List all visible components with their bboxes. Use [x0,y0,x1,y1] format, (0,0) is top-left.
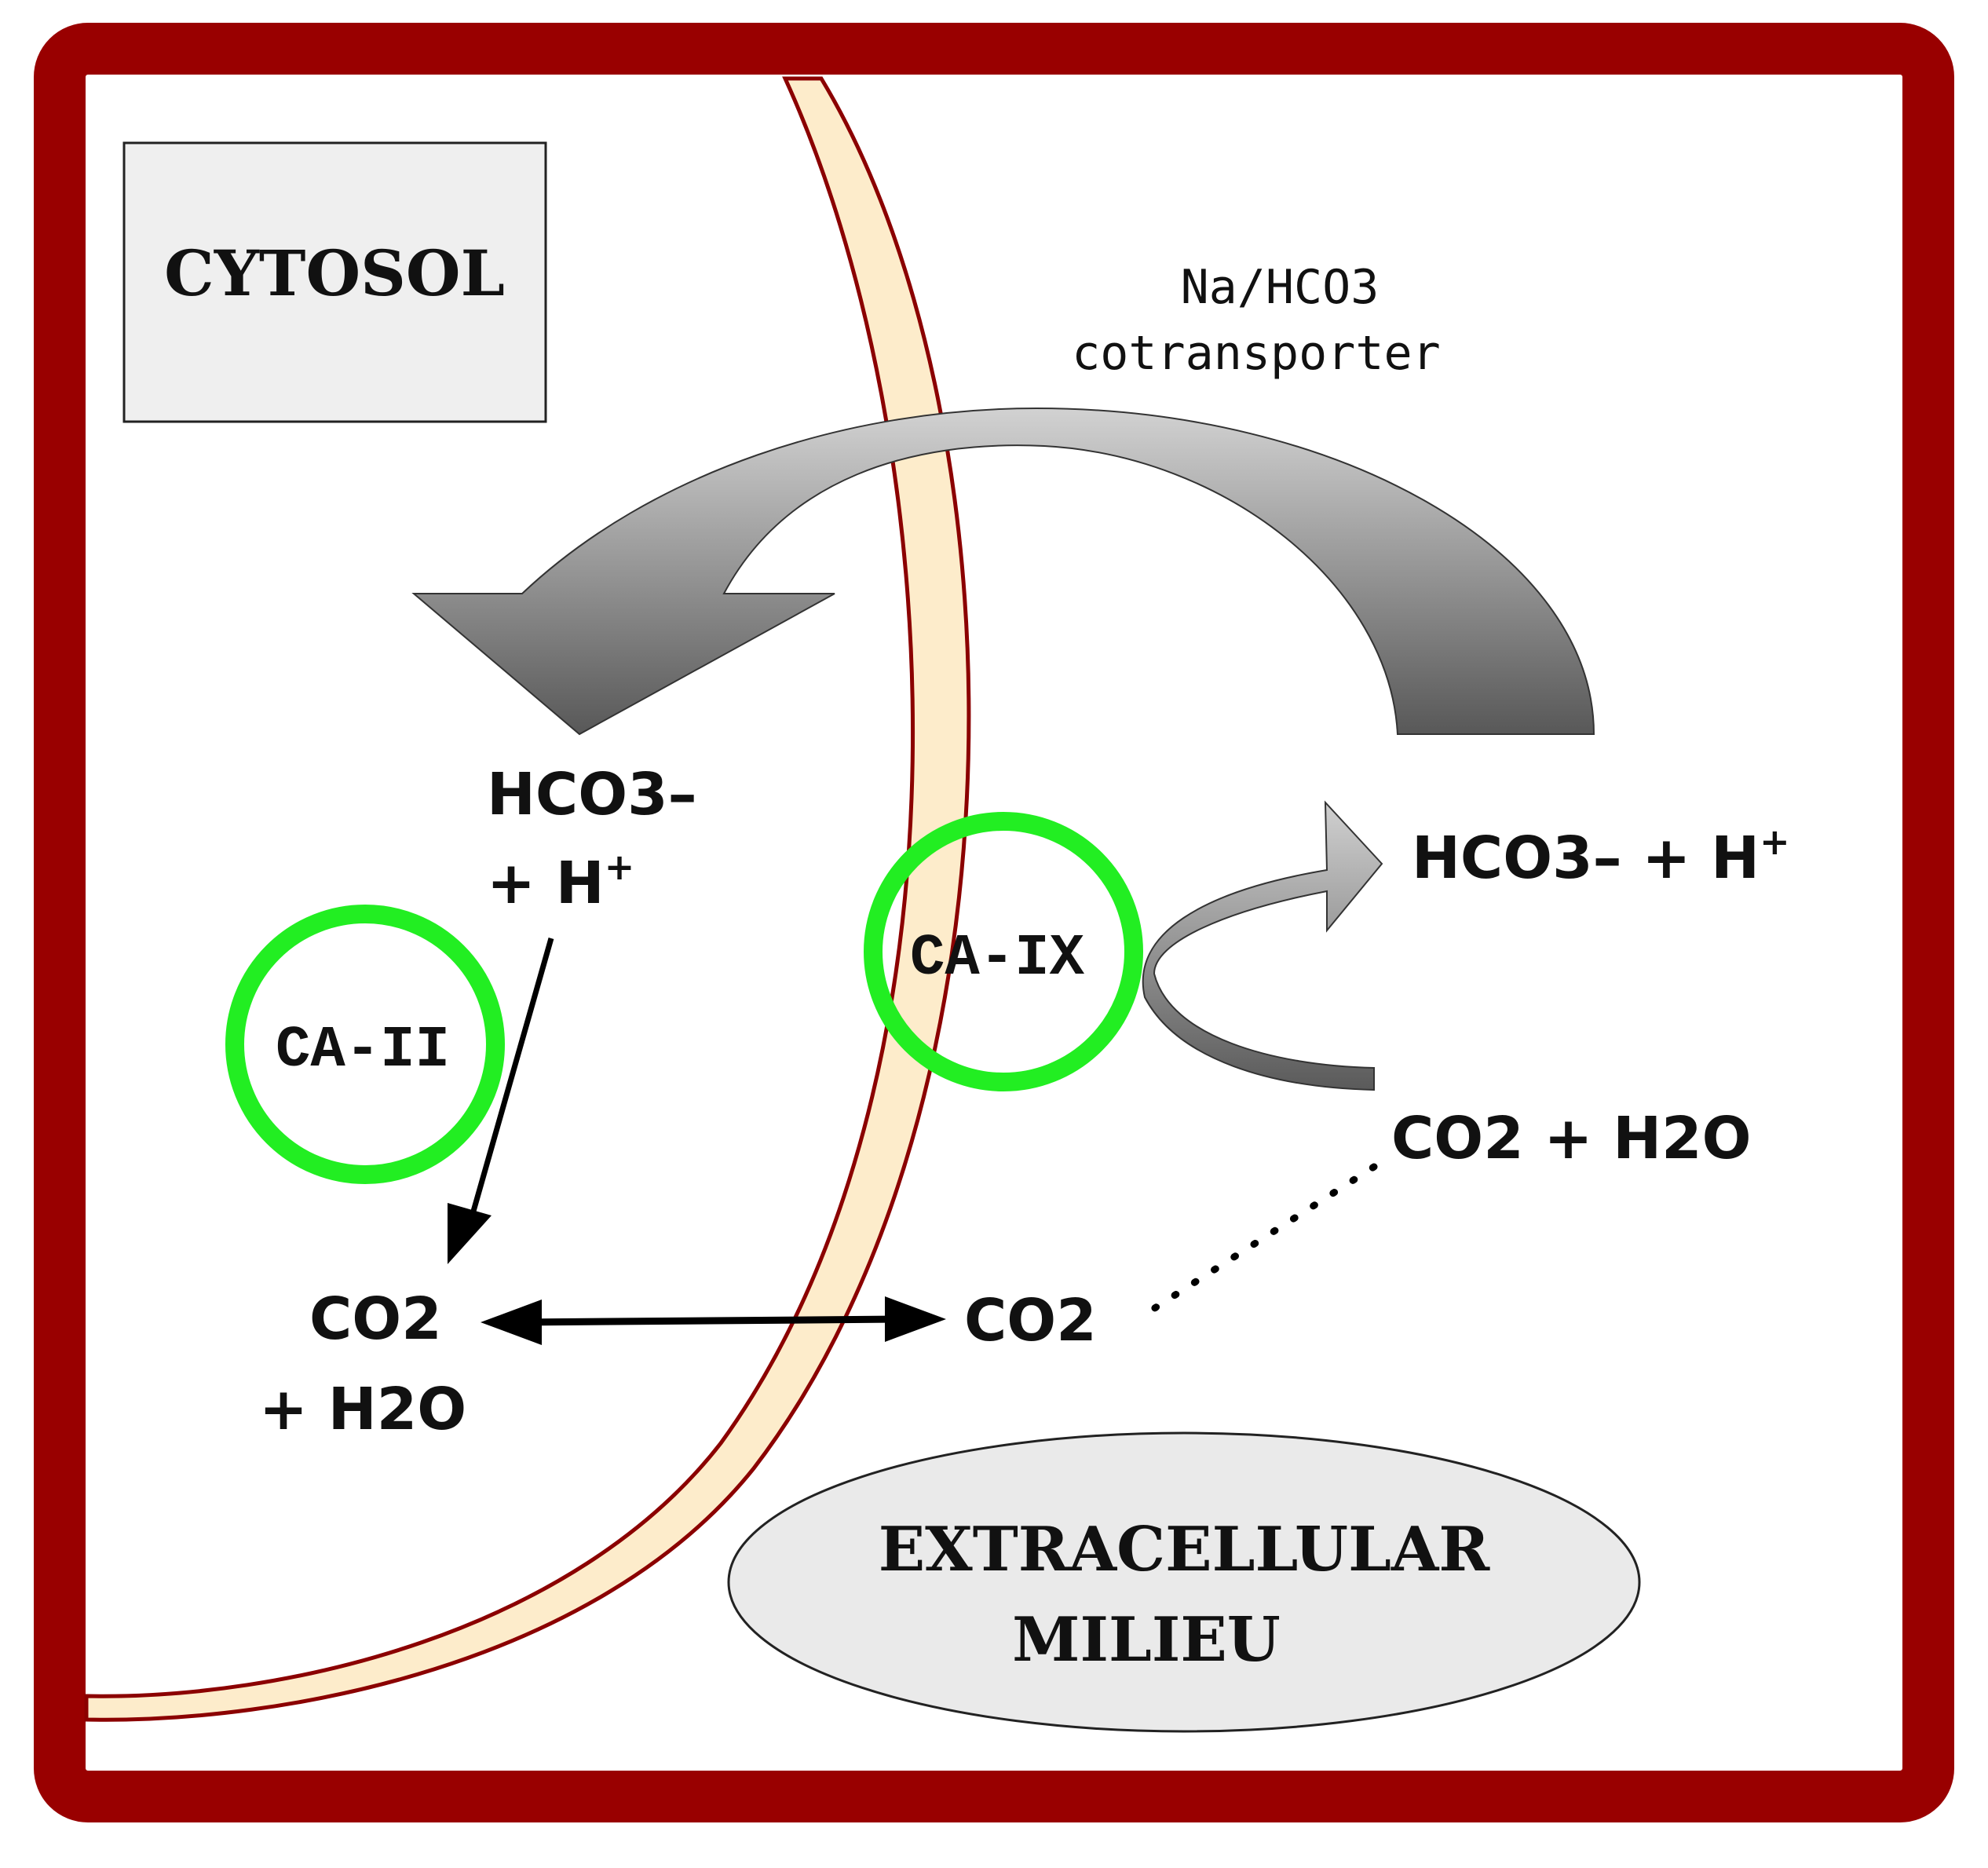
transporter-label-line1: Na/HCO3 [1181,260,1380,315]
extracellular-label-line2: MILIEU [1012,1604,1281,1676]
extracellular-label-line1: EXTRACELLULAR [879,1514,1491,1585]
cotransporter-arrow [411,407,1595,736]
extracellular-co2: CO2 [964,1287,1097,1354]
cytosol-co2: CO2 [309,1285,442,1353]
cytosol-plus-h: + H+ [487,846,634,917]
cytosol-box [122,141,547,423]
co2-diffusion-arrow-shaft [517,1315,904,1326]
transporter-label-line2: cotransporter [1072,326,1441,381]
diffusion-dotted-line [1136,1163,1378,1321]
ca-ix-reaction-arrow [1142,800,1383,1091]
cytosol-label: CYTOSOL [164,236,505,310]
co2-diffusion-arrowhead-right [885,1296,946,1342]
cytosol-hco3: HCO3– [487,761,697,828]
co2-diffusion-arrowhead-left [481,1300,542,1345]
ca-ix-enzyme [864,812,1143,1091]
ca-ix-label: CA-IX [910,926,1085,992]
outer-frame [34,23,1954,1822]
cytosol-plus-h2o: + H2O [259,1376,466,1443]
ca-ii-enzyme [225,905,505,1184]
ca-ii-label: CA-II [276,1018,450,1084]
extracellular-hco3-h: HCO3– + H+ [1412,821,1790,892]
extracellular-co2-h2o: CO2 + H2O [1391,1105,1752,1172]
extracellular-ellipse [727,1431,1641,1733]
cytosol-conversion-arrowhead [448,1203,492,1264]
cytosol-conversion-arrow-shaft [466,938,554,1226]
